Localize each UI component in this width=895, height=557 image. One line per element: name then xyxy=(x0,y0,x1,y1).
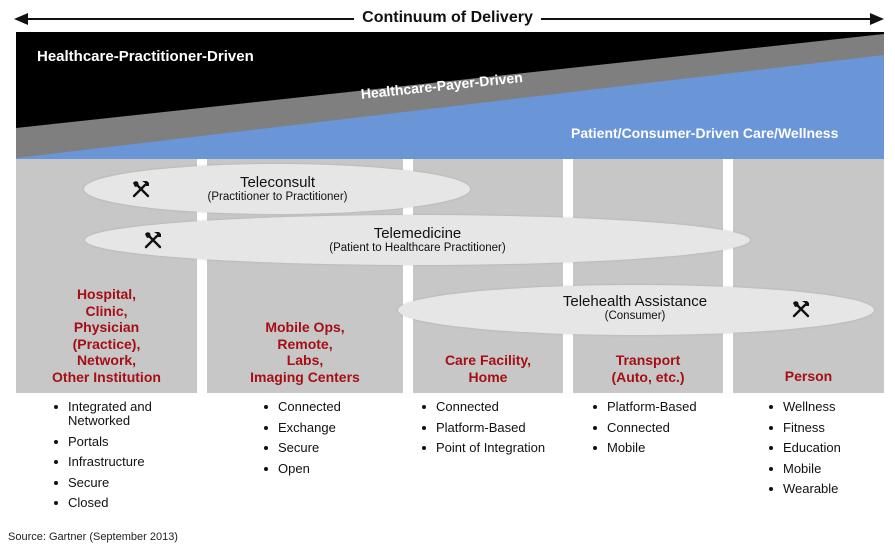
column-title-line: Hospital, xyxy=(76,286,137,302)
telehealth-text: Telehealth Assistance (Consumer) xyxy=(545,293,725,322)
column-title-line: Transport xyxy=(615,352,681,368)
telemedicine-subtitle: (Patient to Healthcare Practitioner) xyxy=(329,242,506,254)
list-item: Connected xyxy=(262,400,402,414)
transport-features-list: Platform-Based Connected Mobile xyxy=(591,400,731,462)
column-person: Person xyxy=(733,159,884,393)
list-item: Fitness xyxy=(767,420,887,435)
list-item: Platform-Based xyxy=(420,420,570,435)
teleconsult-text: Teleconsult (Practitioner to Practitione… xyxy=(200,174,355,203)
list-item: Wearable xyxy=(767,482,887,496)
list-item: Platform-Based xyxy=(591,400,731,414)
person-features-list: Wellness Fitness Education Mobile Wearab… xyxy=(767,400,887,503)
column-title-line: Other Institution xyxy=(52,368,161,385)
practitioner-band xyxy=(16,32,884,128)
list-item: Connected xyxy=(591,420,731,435)
column-title-person: Person xyxy=(733,368,884,385)
column-title-line: Physician xyxy=(73,319,140,335)
list-item: Closed xyxy=(52,496,192,510)
column-title-mobile-ops: Mobile Ops, Remote, Labs, Imaging Center… xyxy=(207,319,403,385)
list-item: Point of Integration xyxy=(420,441,570,455)
telehealth-subtitle: (Consumer) xyxy=(604,310,666,322)
hospital-features-list: Integrated and Networked Portals Infrast… xyxy=(52,400,192,517)
column-title-line: Care Facility, xyxy=(444,352,532,368)
column-title-line: Labs, xyxy=(286,352,324,368)
column-title-line: (Practice), xyxy=(72,335,141,352)
source-note: Source: Gartner (September 2013) xyxy=(8,531,178,543)
list-item: Education xyxy=(767,441,887,455)
list-item: Integrated and Networked xyxy=(52,400,168,428)
telehealth-ellipse xyxy=(398,285,874,335)
list-item: Portals xyxy=(52,434,192,449)
continuum-title: Continuum of Delivery xyxy=(0,9,895,27)
column-title-line: Remote, xyxy=(277,335,333,352)
practitioner-driven-label: Healthcare-Practitioner-Driven xyxy=(37,48,254,65)
column-title-line: Home xyxy=(468,368,508,385)
tools-icon xyxy=(144,232,162,249)
list-item: Exchange xyxy=(262,420,402,435)
column-title-transport: Transport (Auto, etc.) xyxy=(573,352,723,385)
mobile-ops-features-list: Connected Exchange Secure Open xyxy=(262,400,402,482)
care-facility-features-list: Connected Platform-Based Point of Integr… xyxy=(420,400,570,462)
list-item: Secure xyxy=(262,441,402,455)
telemedicine-text: Telemedicine (Patient to Healthcare Prac… xyxy=(305,225,530,254)
list-item: Wellness xyxy=(767,400,887,414)
arrow-right-head xyxy=(870,13,884,25)
list-item: Mobile xyxy=(767,461,887,476)
tools-icon xyxy=(792,301,810,318)
telemedicine-title: Telemedicine xyxy=(373,225,462,242)
tools-icon xyxy=(132,181,150,198)
column-title-hospital: Hospital, Clinic, Physician (Practice), … xyxy=(16,286,197,385)
teleconsult-title: Teleconsult xyxy=(239,174,316,191)
list-item: Mobile xyxy=(591,441,731,455)
telemedicine-ellipse xyxy=(85,215,750,265)
list-item: Secure xyxy=(52,475,192,490)
column-title-care-facility: Care Facility, Home xyxy=(413,352,563,385)
list-item: Infrastructure xyxy=(52,455,192,469)
column-title-line: Mobile Ops, xyxy=(265,319,345,335)
continuum-title-text: Continuum of Delivery xyxy=(354,9,541,26)
list-item: Open xyxy=(262,461,402,476)
patient-driven-label: Patient/Consumer-Driven Care/Wellness xyxy=(571,125,839,141)
column-title-line: Person xyxy=(784,368,833,384)
column-title-line: Imaging Centers xyxy=(250,368,360,385)
teleconsult-ellipse xyxy=(84,164,470,214)
teleconsult-subtitle: (Practitioner to Practitioner) xyxy=(207,191,348,203)
column-title-line: Clinic, xyxy=(85,302,128,319)
list-item: Connected xyxy=(420,400,570,414)
column-title-line: (Auto, etc.) xyxy=(611,368,685,385)
driver-bands xyxy=(16,32,884,159)
column-title-line: Network, xyxy=(76,352,137,368)
column-transport: Transport (Auto, etc.) xyxy=(573,159,723,393)
arrow-left-head xyxy=(14,13,28,25)
telehealth-title: Telehealth Assistance xyxy=(562,293,708,310)
